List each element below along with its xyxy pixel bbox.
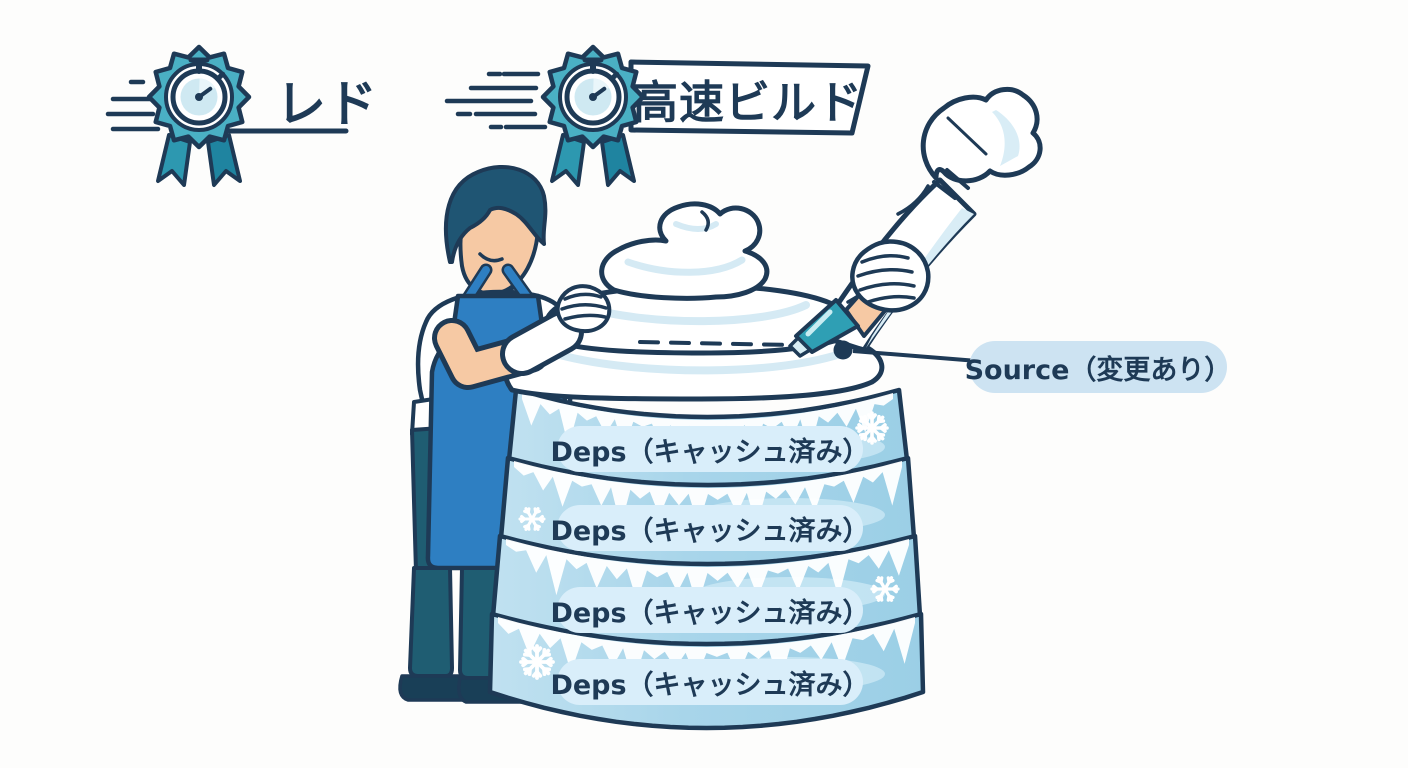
snowflake-icon <box>518 507 546 531</box>
piping-bag-icon <box>788 86 1043 358</box>
source-callout-line <box>833 340 991 364</box>
cake-layer-label-1: Deps（キャッシュ済み） <box>550 426 870 472</box>
apron-strap <box>504 266 532 302</box>
icicles <box>514 461 902 527</box>
stopwatch-rosette-icon <box>540 44 646 187</box>
icicles <box>498 617 915 686</box>
baker-gloved-arm <box>432 284 612 390</box>
left-badge-label: レド <box>276 75 378 133</box>
snowflake-icon <box>870 576 900 602</box>
bag-twist-top <box>920 86 1043 184</box>
stopwatch-rosette-icon <box>146 44 252 187</box>
piping-guide-dashes <box>638 340 794 347</box>
snowflake-icon <box>855 411 889 445</box>
cake-layer-label-2: Deps（キャッシュ済み） <box>550 505 870 551</box>
icicles <box>506 539 909 607</box>
cake-layer-label-3: Deps（キャッシュ済み） <box>550 587 870 633</box>
snowflake-icon <box>519 644 555 680</box>
callout-dot <box>833 340 853 360</box>
fast-build-banner-label: 高速ビルド <box>633 75 864 129</box>
apron-strap <box>464 266 490 302</box>
speed-lines-icon <box>105 79 161 132</box>
baker-hair <box>443 164 548 264</box>
source-callout-label: Source（変更あり） <box>965 341 1231 393</box>
piping-nozzle <box>794 298 860 354</box>
speed-lines-icon <box>444 71 548 130</box>
baker-smile <box>478 252 504 263</box>
baker-leg <box>408 566 454 678</box>
nozzle-tip <box>788 336 812 358</box>
cake-layer-label-4: Deps（キャッシュ済み） <box>550 659 870 705</box>
